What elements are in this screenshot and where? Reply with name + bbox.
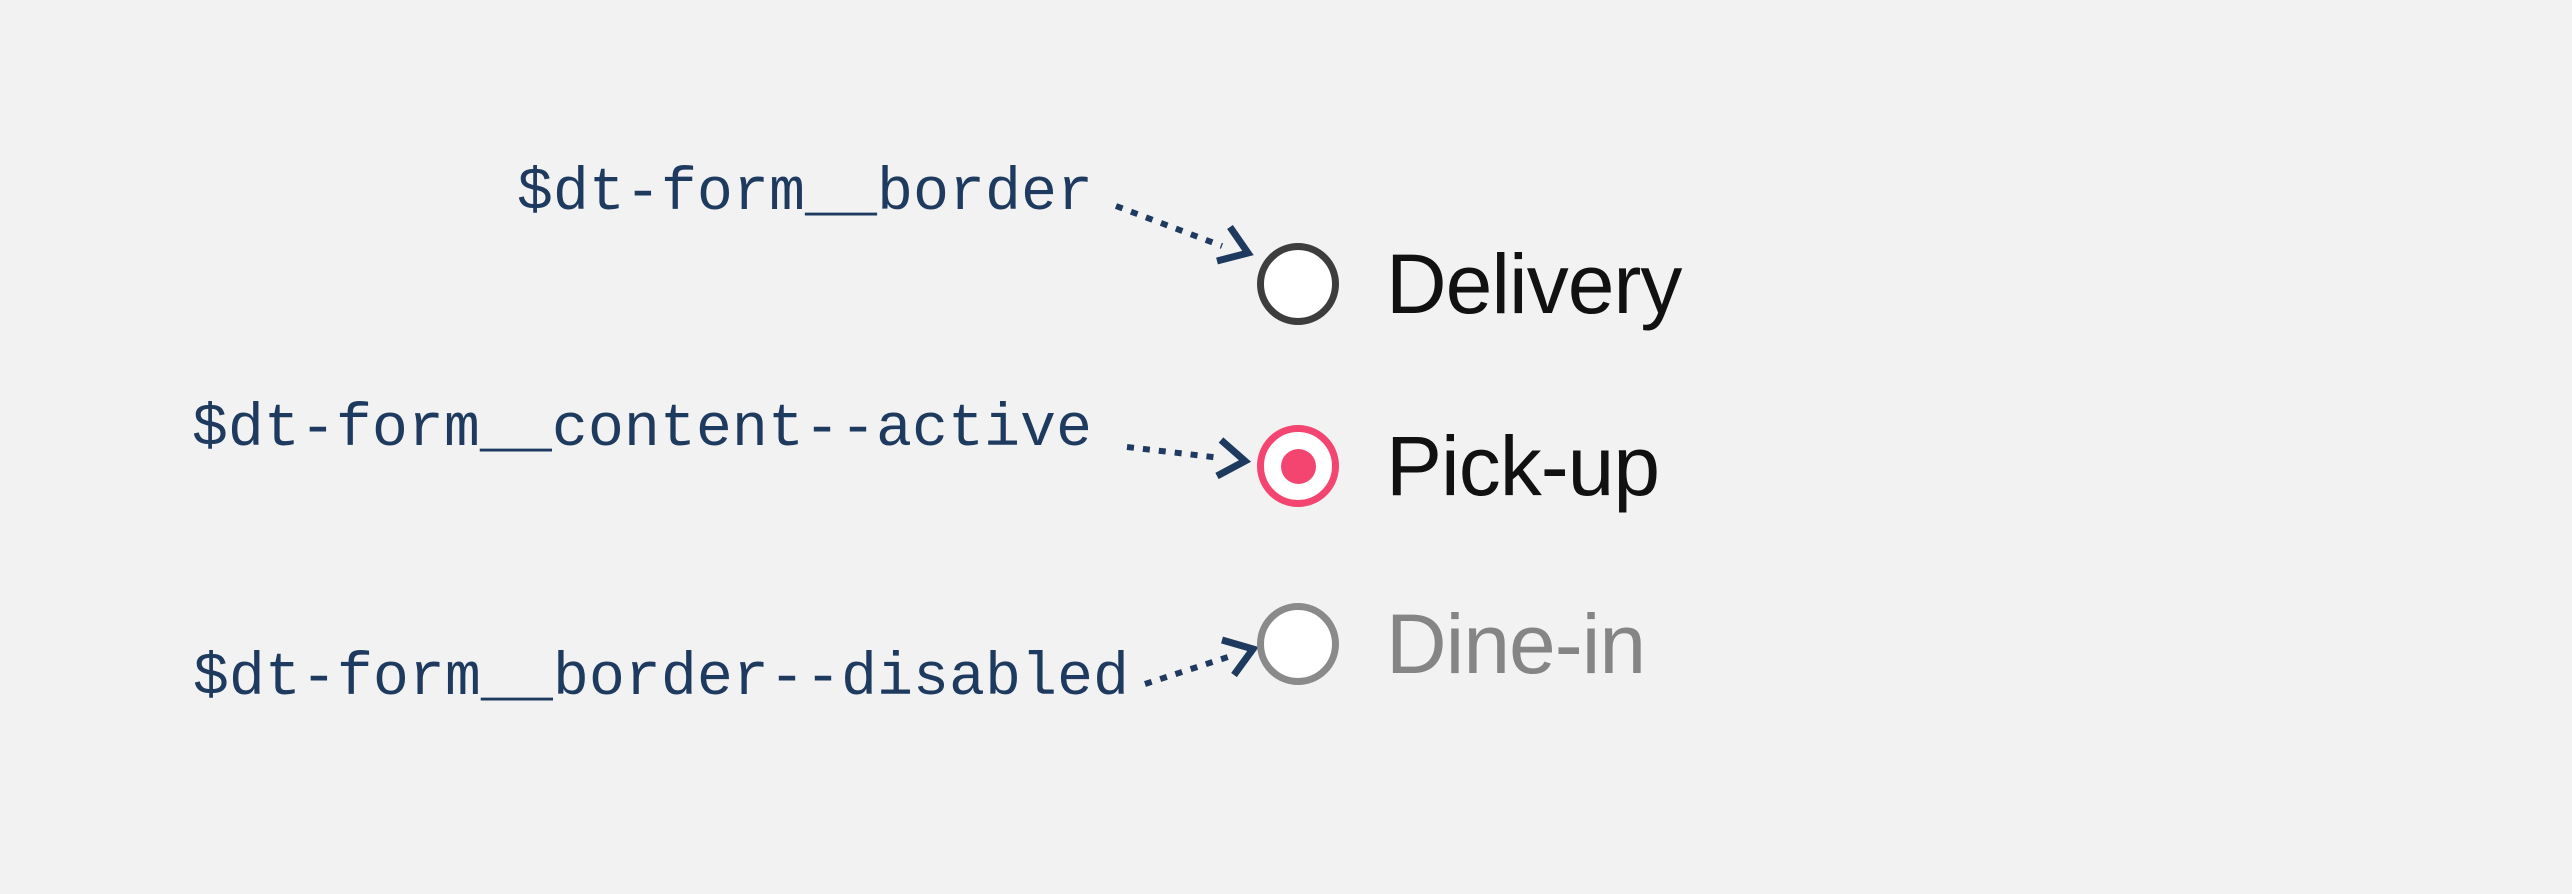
dotted-arrow-to-delivery-radio [1114, 203, 1254, 265]
radio-label-delivery[interactable]: Delivery [1386, 237, 1682, 331]
token-label-form-border: $dt-form__border [516, 160, 1093, 228]
radio-button-pick-up[interactable] [1257, 425, 1339, 507]
dotted-arrow-to-dine-in-radio [1144, 636, 1259, 687]
radio-button-delivery[interactable] [1257, 243, 1339, 325]
token-label-form-content-active: $dt-form__content--active [191, 396, 1092, 464]
radio-selected-dot [1280, 448, 1316, 484]
radio-label-pick-up[interactable]: Pick-up [1386, 419, 1660, 513]
dotted-arrow-to-pick-up-radio [1126, 437, 1252, 480]
radio-label-dine-in: Dine-in [1386, 597, 1646, 691]
token-label-form-border-disabled: $dt-form__border--disabled [192, 645, 1129, 713]
radio-button-dine-in [1257, 603, 1339, 685]
